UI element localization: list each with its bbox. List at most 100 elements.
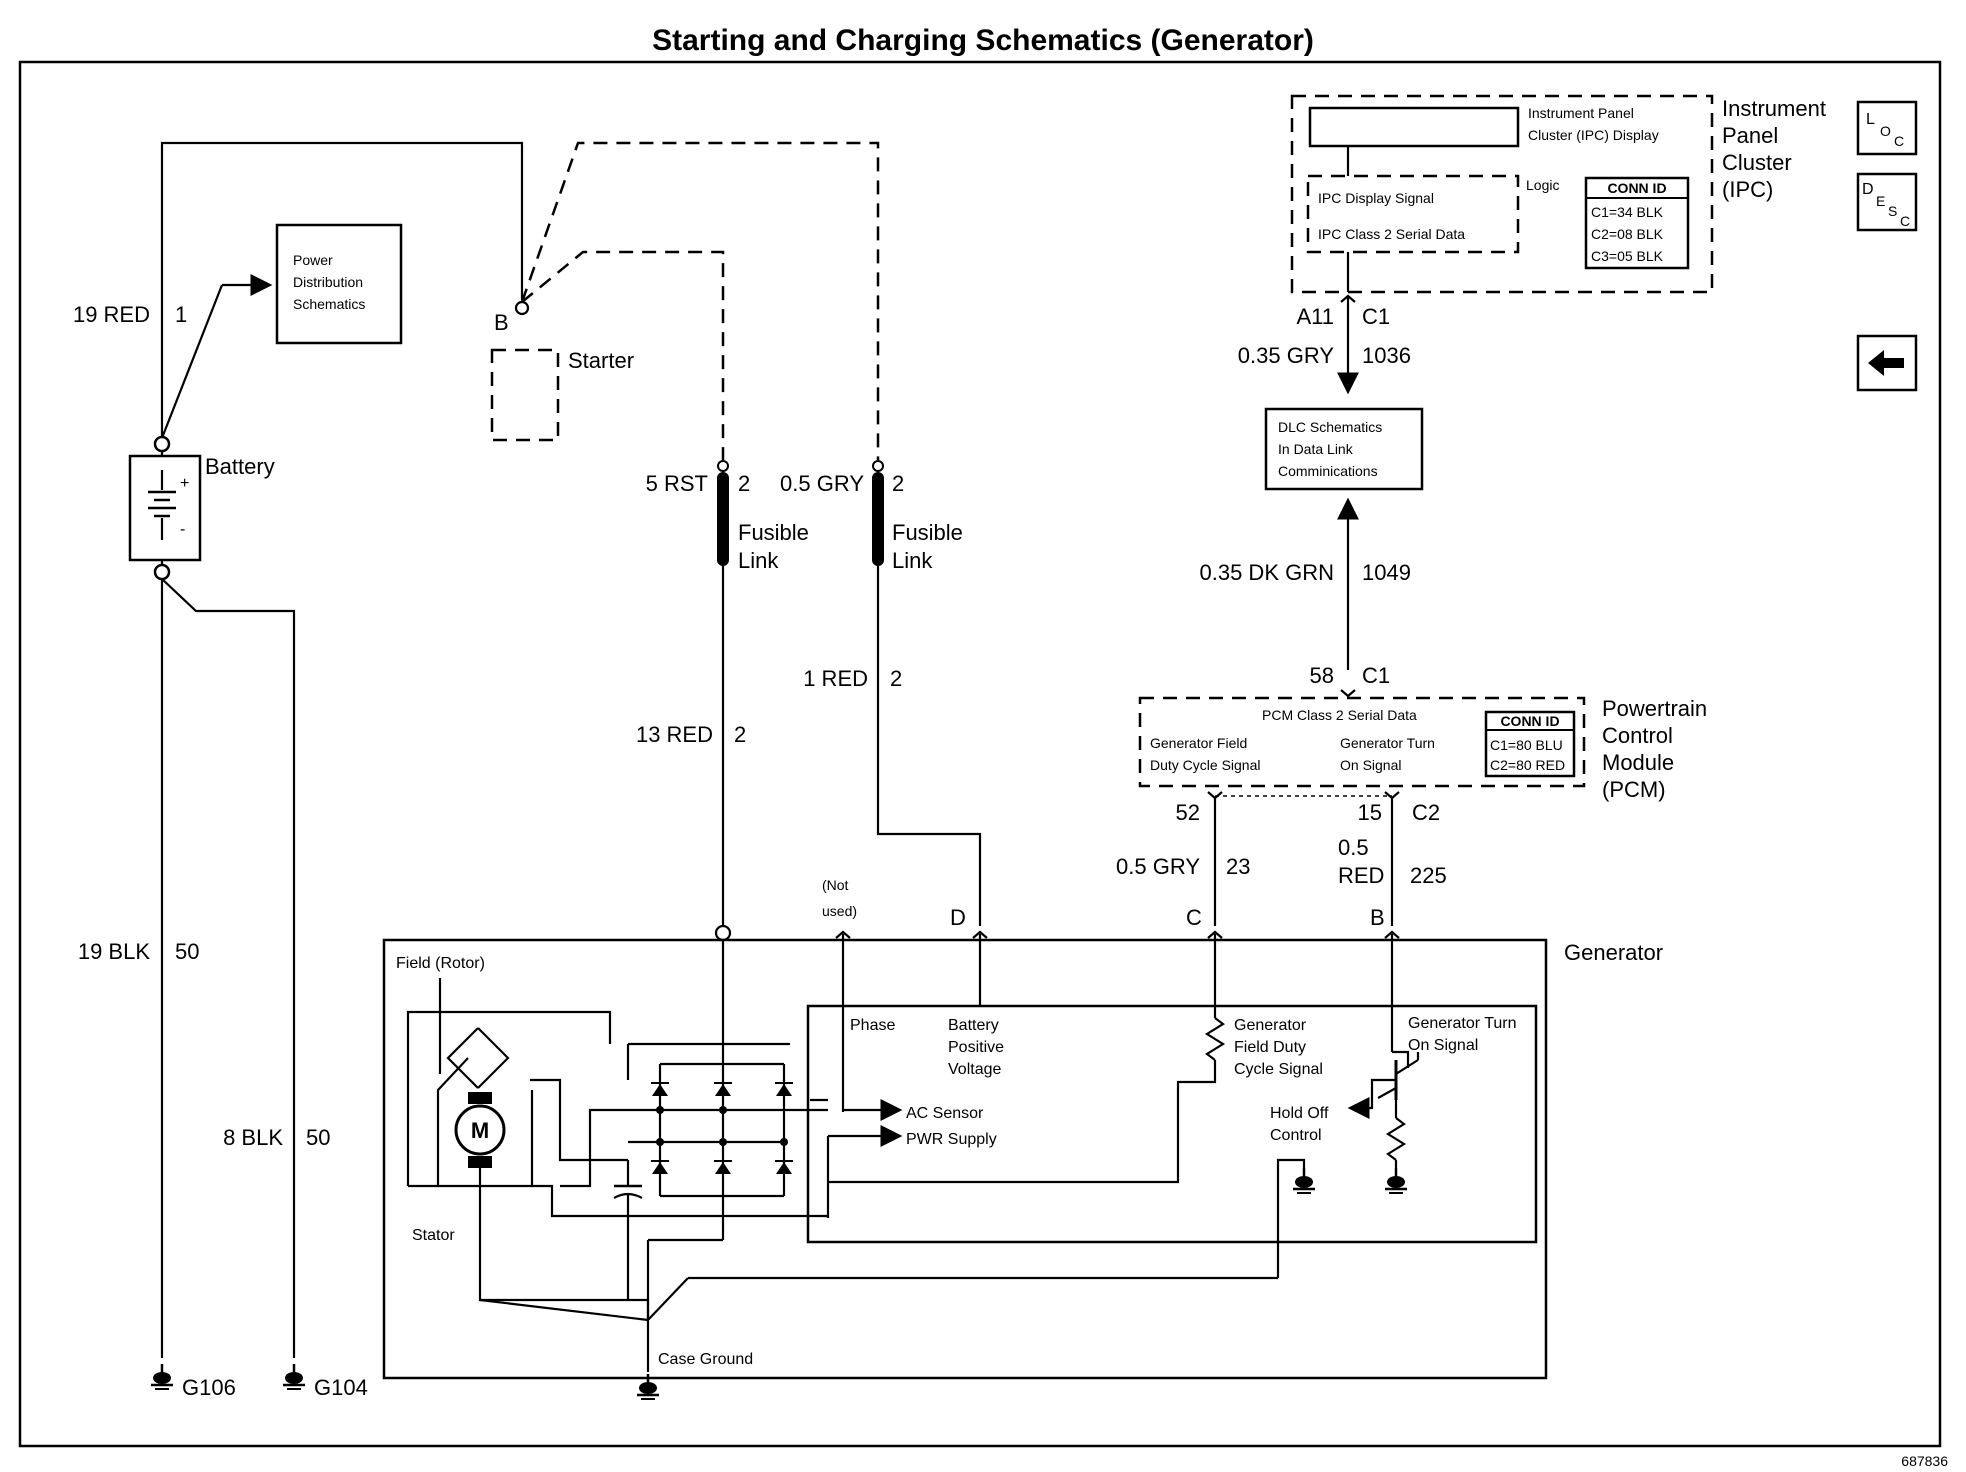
pcm-title-3: Module xyxy=(1602,750,1674,775)
fusible1-label-1: Fusible xyxy=(738,520,809,545)
page-title: Starting and Charging Schematics (Genera… xyxy=(652,24,1314,57)
pcm-box xyxy=(1138,696,1586,788)
ipc-logic: Logic xyxy=(1526,177,1559,193)
starter-label: Starter xyxy=(568,348,634,373)
pcm-serial: PCM Class 2 Serial Data xyxy=(1262,707,1417,723)
terminal-b: B xyxy=(1370,905,1385,930)
ipc-logic-box xyxy=(1306,174,1520,254)
desc-big: D xyxy=(1862,181,1874,198)
ipc-box xyxy=(1290,94,1714,294)
pcm-turn-2: On Signal xyxy=(1340,757,1401,773)
diode-icon xyxy=(713,1082,733,1097)
starter-box xyxy=(490,348,560,442)
battery-icon xyxy=(148,470,176,540)
ground-icon xyxy=(281,1362,307,1391)
battery: + - xyxy=(128,435,202,581)
resistor-icon xyxy=(1204,1017,1226,1061)
ground-icon xyxy=(1383,1166,1409,1195)
wire-b-gauge-1: 0.5 xyxy=(1338,835,1369,860)
ground-icon xyxy=(1291,1166,1317,1195)
figure-number: 687836 xyxy=(1901,1453,1948,1469)
battery-positive-wire xyxy=(160,141,524,437)
fusible2-label-1: Fusible xyxy=(892,520,963,545)
back-arrow-icon xyxy=(1868,350,1904,376)
bpv-2: Positive xyxy=(948,1039,1004,1056)
wire-1red-gauge: 1 RED xyxy=(803,666,868,691)
neg2-wire-gauge: 8 BLK xyxy=(223,1125,283,1150)
neg-wire-gauge: 19 BLK xyxy=(78,939,150,964)
gfd-3: Cycle Signal xyxy=(1234,1061,1323,1078)
terminal-d: D xyxy=(950,905,966,930)
battery-pos-wire-gauge: 19 RED xyxy=(73,302,150,327)
desc-button[interactable]: D E S C xyxy=(1856,172,1918,232)
fusible2-label-2: Link xyxy=(892,548,933,573)
gto-1: Generator Turn xyxy=(1408,1015,1517,1032)
wire-b-gauge-2: RED xyxy=(1338,863,1384,888)
wire-1red-circuit: 2 xyxy=(890,666,902,691)
desc-small2: S xyxy=(1888,203,1897,219)
wire-ipc-gauge: 0.35 GRY xyxy=(1238,343,1335,368)
dlc-schematics-box[interactable]: DLC Schematics In Data Link Comminicatio… xyxy=(1264,407,1424,491)
ipc-conn-1: C1=34 BLK xyxy=(1591,204,1664,220)
gfd-1: Generator xyxy=(1234,1017,1307,1034)
wire-13red-circuit: 2 xyxy=(734,722,746,747)
loc-small: O xyxy=(1880,123,1891,139)
motor-label: M xyxy=(471,1118,489,1143)
back-button[interactable] xyxy=(1856,334,1918,392)
pcm-pin-right: 15 xyxy=(1358,800,1382,825)
neg2-wire-circuit: 50 xyxy=(306,1125,330,1150)
power-dist-line-3: Schematics xyxy=(293,296,365,312)
wire-c-gauge: 0.5 GRY xyxy=(1116,854,1200,879)
pcm-pin-left: 52 xyxy=(1176,800,1200,825)
fusible2-wire: 0.5 GRY xyxy=(780,471,864,496)
loc-big: L xyxy=(1866,111,1875,128)
pcm-title-2: Control xyxy=(1602,723,1673,748)
ipc-conn-table: CONN ID C1=34 BLK C2=08 BLK C3=05 BLK xyxy=(1584,176,1690,270)
ipc-display xyxy=(1308,106,1520,148)
ipc-pin: A11 xyxy=(1296,304,1334,329)
ac-sensor-label: AC Sensor xyxy=(906,1105,984,1122)
pcm-title-4: (PCM) xyxy=(1602,777,1666,802)
starter-terminal: B xyxy=(494,310,509,335)
dlc-line-1: DLC Schematics xyxy=(1278,419,1382,435)
case-ground-label: Case Ground xyxy=(658,1351,753,1368)
power-dist-line-1: Power xyxy=(293,252,333,268)
ground-g104: G104 xyxy=(314,1375,368,1400)
pcm-title-1: Powertrain xyxy=(1602,696,1707,721)
wire-b-circuit: 225 xyxy=(1410,863,1447,888)
battery-minus: - xyxy=(180,521,185,538)
desc-small: E xyxy=(1876,193,1885,209)
ipc-connector: C1 xyxy=(1362,304,1390,329)
ipc-signal-2: IPC Class 2 Serial Data xyxy=(1318,226,1465,242)
ipc-display-line-1: Instrument Panel xyxy=(1528,105,1634,121)
capacitor-icon xyxy=(613,1160,643,1300)
loc-button[interactable]: L O C xyxy=(1856,100,1918,156)
fusible1-label-2: Link xyxy=(738,548,779,573)
hold-off-1: Hold Off xyxy=(1270,1105,1329,1122)
diode-icon xyxy=(774,1082,794,1097)
hold-off-2: Control xyxy=(1270,1127,1322,1144)
generator-box xyxy=(382,938,1548,1380)
diode-icon xyxy=(774,1160,794,1175)
stator-label: Stator xyxy=(412,1227,455,1244)
loc-small2: C xyxy=(1894,133,1904,149)
desc-small3: C xyxy=(1900,213,1910,229)
ipc-conn-3: C3=05 BLK xyxy=(1591,248,1664,264)
generator-label: Generator xyxy=(1564,940,1663,965)
wire-ipc-circuit: 1036 xyxy=(1362,343,1411,368)
pwr-supply-label: PWR Supply xyxy=(906,1131,997,1148)
gfd-2: Field Duty xyxy=(1234,1039,1306,1056)
wire-pcm-dlc-circuit: 1049 xyxy=(1362,560,1411,585)
terminal-c: C xyxy=(1186,905,1202,930)
power-distribution-box[interactable]: Power Distribution Schematics xyxy=(275,223,403,345)
diode-icon xyxy=(713,1160,733,1175)
battery-pos-wire-circuit: 1 xyxy=(175,302,187,327)
wire-pcm-dlc-gauge: 0.35 DK GRN xyxy=(1200,560,1335,585)
power-dist-line-2: Distribution xyxy=(293,274,363,290)
pcm-conn-1: C1=80 BLU xyxy=(1490,737,1563,753)
rectifier-bridge xyxy=(626,940,828,1198)
fusible-link-icon xyxy=(872,472,884,566)
ground-g106: G106 xyxy=(182,1375,236,1400)
resistor-icon xyxy=(1385,1117,1407,1161)
